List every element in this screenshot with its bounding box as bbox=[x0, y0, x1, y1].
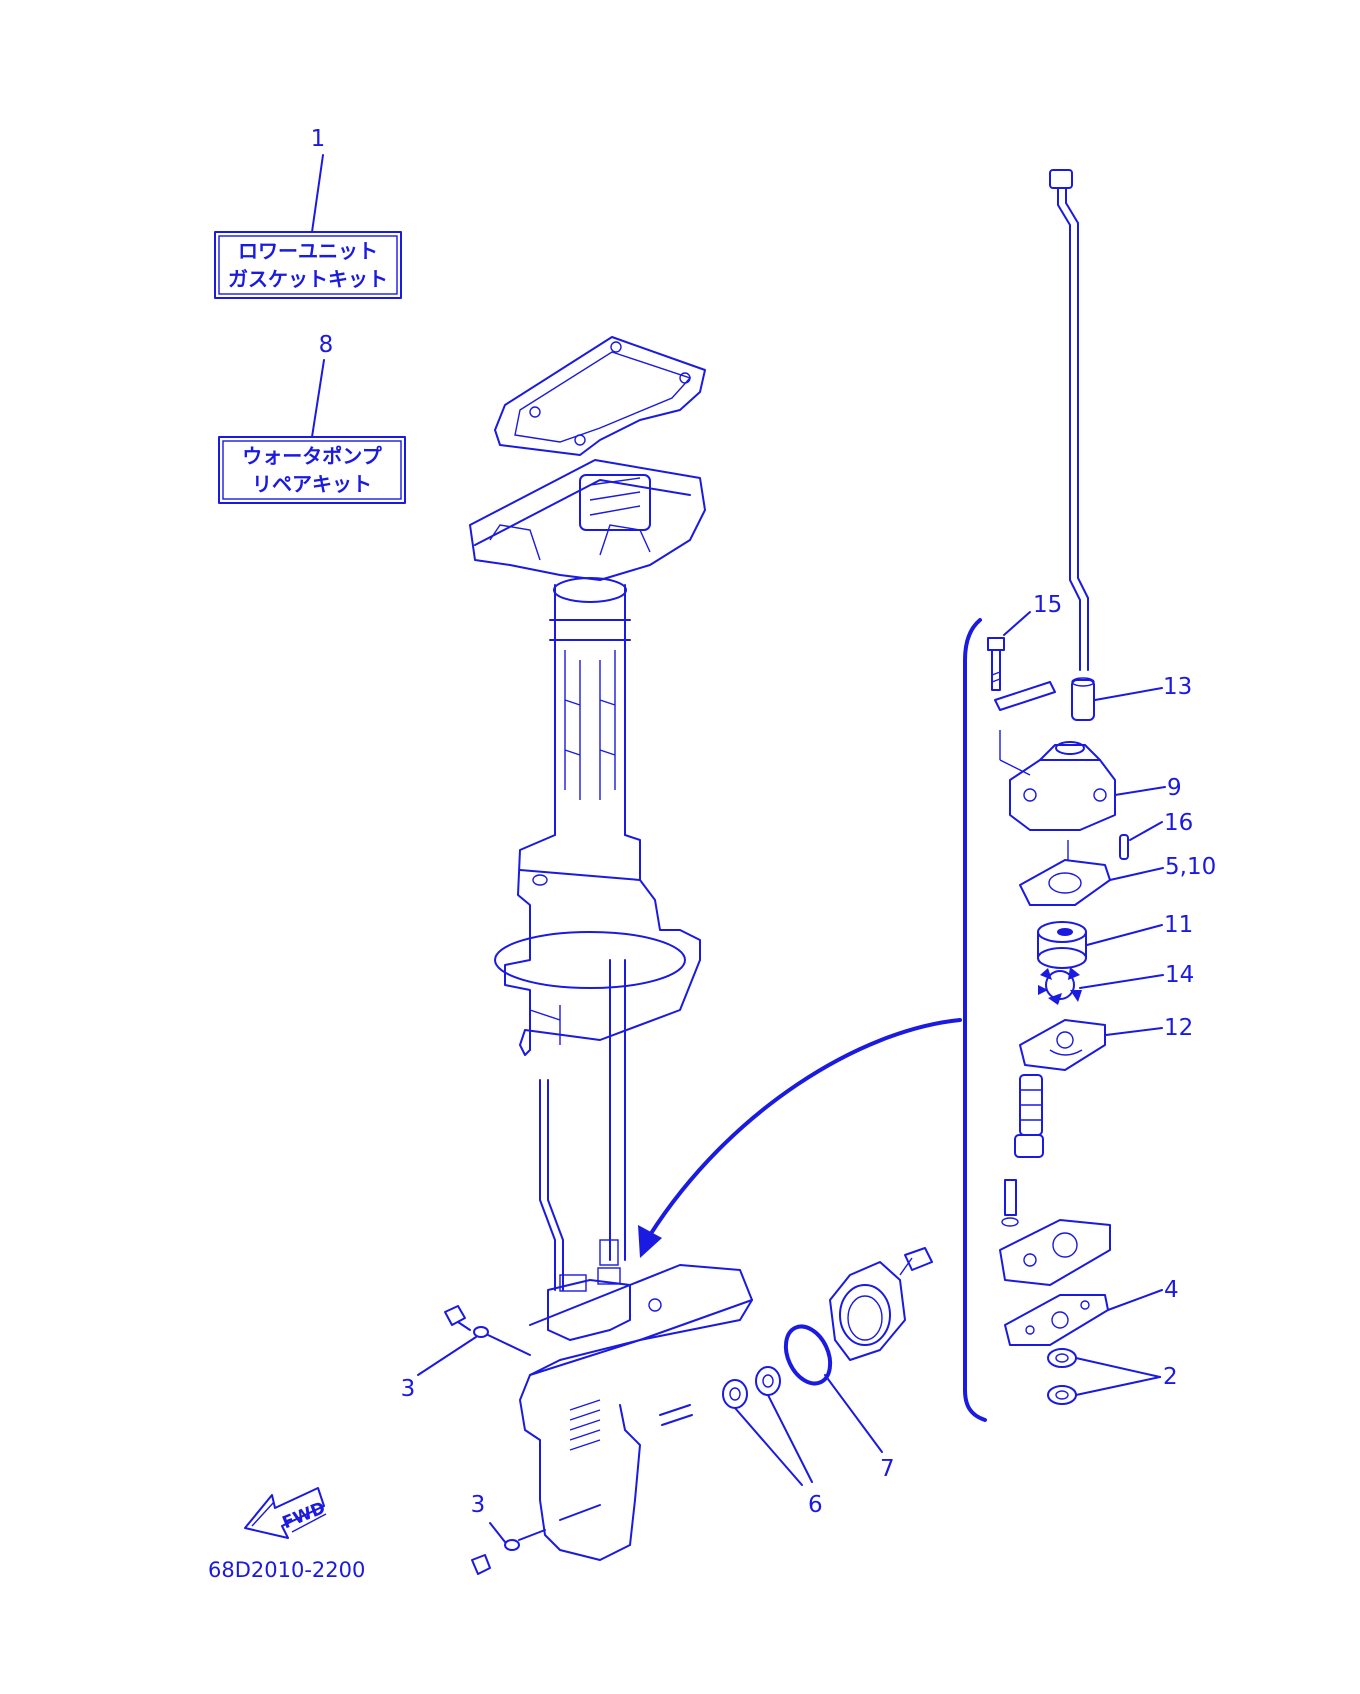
kit-label-lower-unit-gasket[interactable]: 1 ロワーユニット ガスケットキット bbox=[214, 126, 402, 299]
propeller-shaft-housing[interactable] bbox=[829, 1247, 933, 1361]
gear-case[interactable] bbox=[519, 1264, 753, 1561]
callout-16: 16 bbox=[1164, 810, 1193, 836]
kit-box-outer bbox=[214, 231, 402, 299]
kit-box-outer bbox=[218, 436, 406, 504]
water-pump-group-bracket bbox=[963, 618, 987, 1422]
kit-label-line1: ロワーユニット bbox=[238, 239, 378, 263]
callout-7: 7 bbox=[880, 1456, 895, 1482]
kit-box-inner bbox=[218, 235, 398, 295]
part-6-oil-seals[interactable]: 6 bbox=[722, 1366, 823, 1518]
callout-6: 6 bbox=[808, 1492, 823, 1518]
callout-12: 12 bbox=[1164, 1015, 1193, 1041]
exhaust-guide[interactable] bbox=[469, 459, 706, 581]
leader-8 bbox=[311, 359, 325, 438]
part-14-impeller[interactable]: 14 bbox=[1038, 962, 1194, 1005]
callout-4: 4 bbox=[1164, 1277, 1179, 1303]
lower-casing-upper[interactable] bbox=[494, 834, 701, 1261]
callout-3-upper: 3 bbox=[401, 1376, 416, 1402]
drive-shaft-coupling[interactable] bbox=[1014, 1074, 1044, 1158]
water-tube[interactable] bbox=[1049, 169, 1089, 671]
callout-15: 15 bbox=[1033, 592, 1062, 618]
leader-1 bbox=[311, 154, 324, 233]
drawing-code: 68D2010-2200 bbox=[208, 1558, 365, 1582]
shift-rod bbox=[539, 1079, 619, 1291]
callout-13: 13 bbox=[1163, 674, 1192, 700]
part-16-dowel-pin[interactable]: 16 bbox=[1067, 810, 1193, 860]
callout-2: 2 bbox=[1163, 1364, 1178, 1390]
kit-label-line1: ウォータポンプ bbox=[242, 444, 382, 468]
part-11-insert-cartridge[interactable]: 11 bbox=[1037, 912, 1193, 969]
part-3-screw-lower[interactable]: 3 bbox=[471, 1492, 546, 1575]
kit-label-line2: ガスケットキット bbox=[228, 267, 388, 291]
kit-label-water-pump-repair[interactable]: 8 ウォータポンプ リペアキット bbox=[218, 332, 406, 504]
upper-casing-gasket[interactable] bbox=[494, 336, 706, 456]
callout-3-lower: 3 bbox=[471, 1492, 486, 1518]
part-7-o-ring[interactable]: 7 bbox=[777, 1319, 895, 1482]
part-3-screw-upper[interactable]: 3 bbox=[401, 1305, 531, 1402]
callout-8: 8 bbox=[319, 332, 334, 358]
part-9-pump-housing[interactable]: 9 bbox=[999, 730, 1182, 831]
kit-label-line2: リペアキット bbox=[252, 472, 372, 496]
callout-1: 1 bbox=[311, 126, 326, 152]
part-2-oil-seals[interactable]: 2 bbox=[1047, 1348, 1178, 1405]
part-15-bolt[interactable]: 15 bbox=[987, 592, 1062, 711]
part-5-10-gasket[interactable]: 5,10 bbox=[1019, 854, 1216, 906]
callout-9: 9 bbox=[1167, 775, 1182, 801]
forward-direction-indicator: FWD bbox=[244, 1487, 328, 1539]
assembly-arrow bbox=[638, 1018, 962, 1258]
callout-11: 11 bbox=[1164, 912, 1193, 938]
drive-shaft-housing[interactable] bbox=[549, 577, 631, 836]
kit-box-inner bbox=[222, 440, 402, 500]
part-12-outer-plate[interactable]: 12 bbox=[1019, 1015, 1193, 1071]
part-4-gasket[interactable]: 4 bbox=[1004, 1277, 1179, 1346]
callout-5-10: 5,10 bbox=[1165, 854, 1216, 880]
part-13-grommet[interactable]: 13 bbox=[1071, 674, 1192, 721]
callout-14: 14 bbox=[1165, 962, 1194, 988]
pump-base-plate[interactable] bbox=[999, 1179, 1111, 1286]
